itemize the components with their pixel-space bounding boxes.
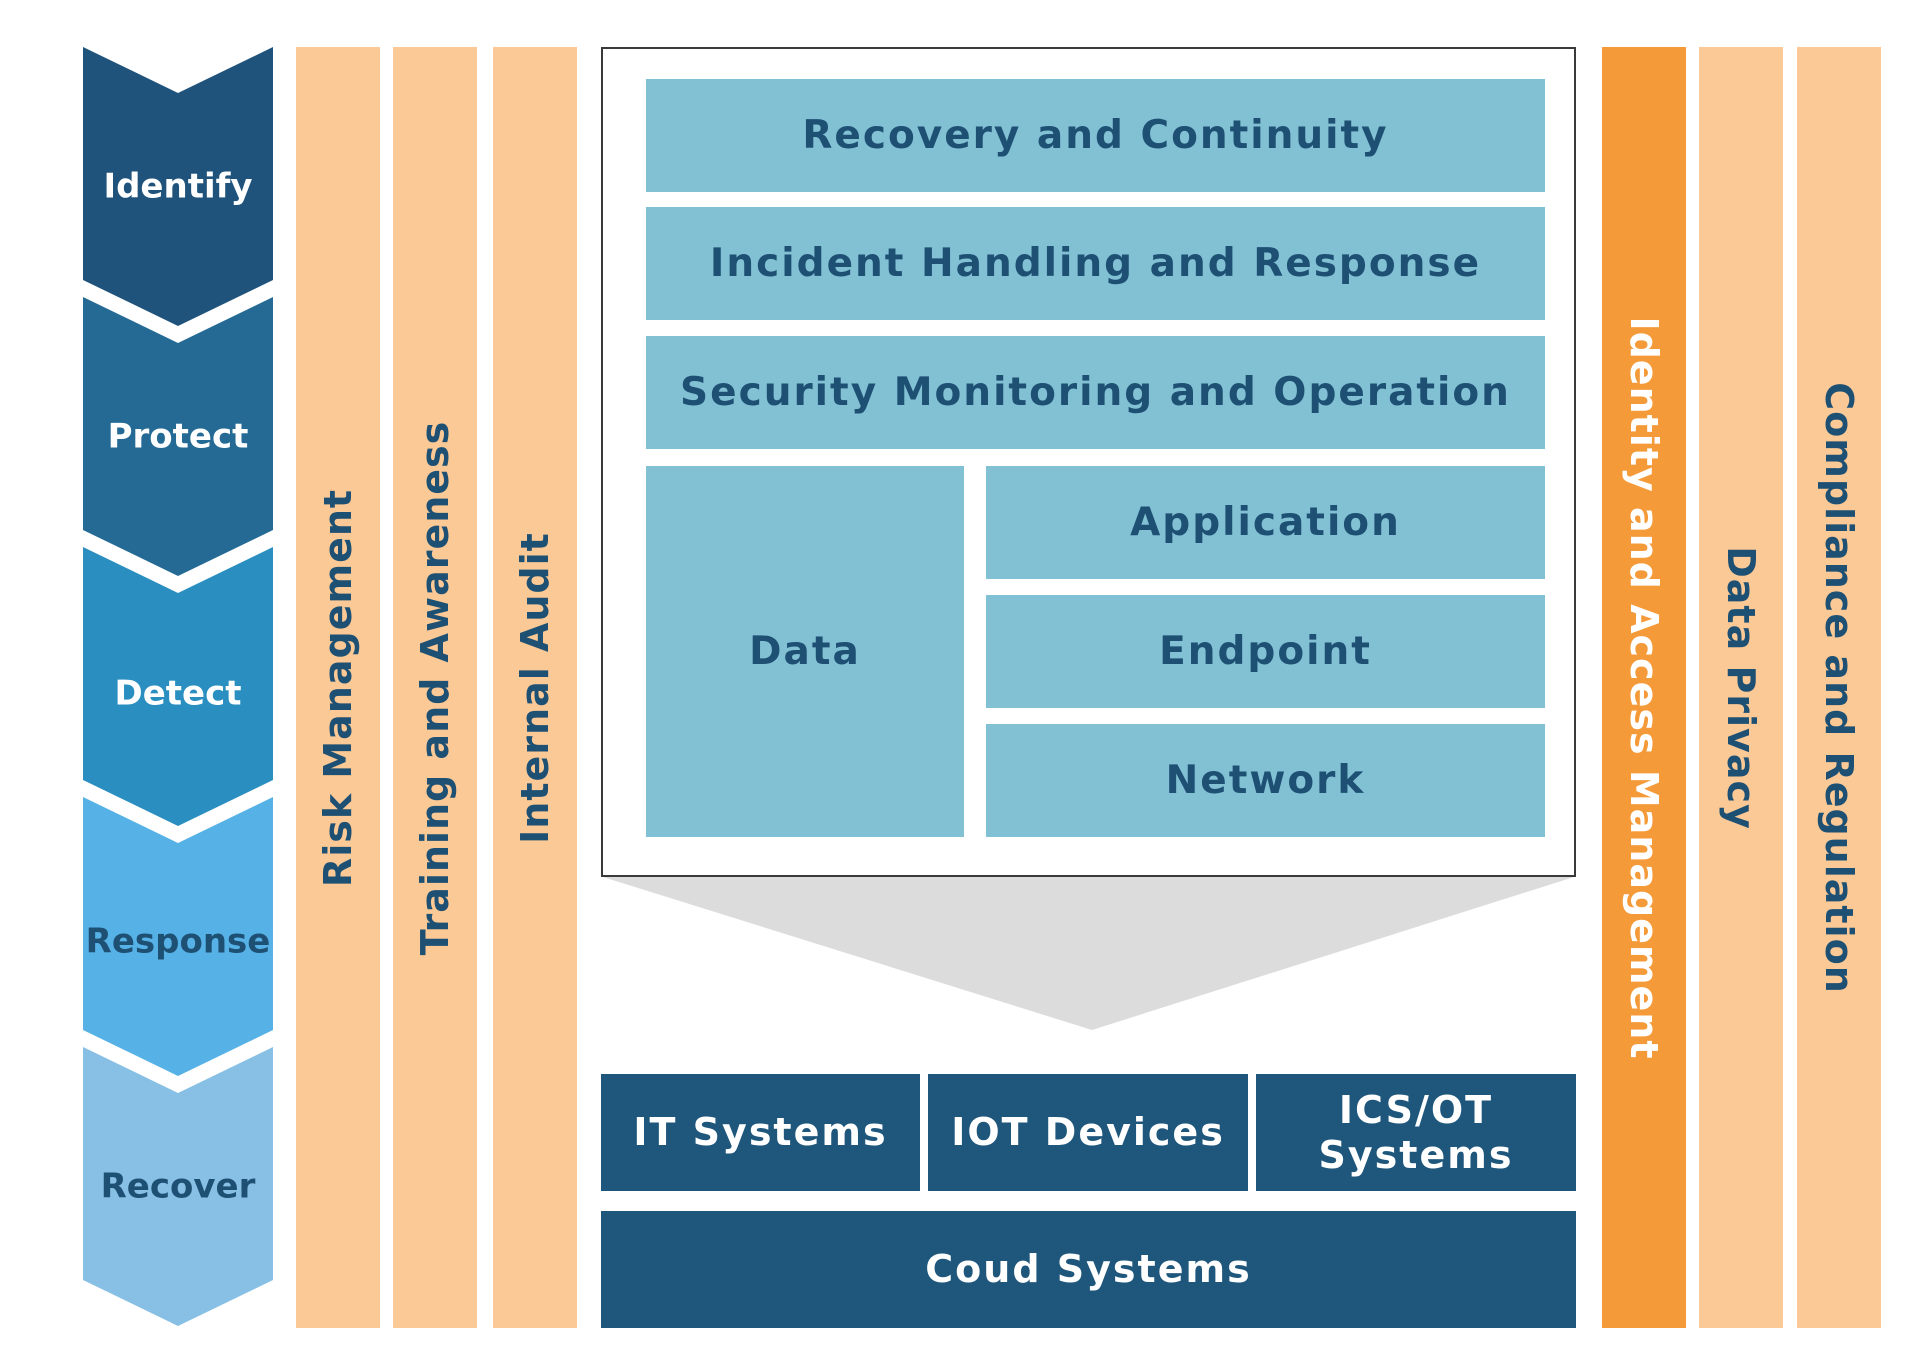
- phase-protect-label: Protect: [108, 417, 249, 457]
- layer-endpoint[interactable]: Endpoint: [986, 595, 1545, 708]
- layer-security-monitoring[interactable]: Security Monitoring and Operation: [646, 336, 1545, 449]
- pillar-compliance-regulation[interactable]: Compliance and Regulation: [1797, 47, 1881, 1328]
- pillar-internal-audit[interactable]: Internal Audit: [493, 47, 577, 1328]
- phase-response-shape: [83, 797, 273, 1076]
- phase-detect-shape: [83, 547, 273, 826]
- layer-data[interactable]: Data: [646, 466, 964, 837]
- system-iot[interactable]: IOT Devices: [928, 1074, 1248, 1191]
- pillar-identity-access-management[interactable]: Identity and Access Management: [1602, 47, 1686, 1328]
- system-it[interactable]: IT Systems: [601, 1074, 920, 1191]
- phase-protect-shape: [83, 297, 273, 576]
- phase-identify[interactable]: Identify: [83, 47, 273, 326]
- security-layers-frame: Recovery and Continuity Incident Handlin…: [601, 47, 1576, 877]
- phase-protect[interactable]: Protect: [83, 297, 273, 576]
- pillar-training-awareness[interactable]: Training and Awareness: [393, 47, 477, 1328]
- pillar-training-awareness-label: Training and Awareness: [413, 420, 457, 955]
- system-ics-ot[interactable]: ICS/OT Systems: [1256, 1074, 1576, 1191]
- funnel-shape: [603, 877, 1574, 1030]
- phase-response-label: Response: [86, 922, 271, 962]
- pillar-compliance-regulation-label: Compliance and Regulation: [1817, 381, 1861, 994]
- pillar-internal-audit-label: Internal Audit: [513, 531, 557, 844]
- pillar-risk-management-label: Risk Management: [316, 488, 360, 887]
- phase-chevrons: Identify Protect Detect Response Recover: [83, 47, 273, 1326]
- layer-application[interactable]: Application: [986, 466, 1545, 579]
- pillar-identity-access-management-label: Identity and Access Management: [1622, 315, 1666, 1060]
- phase-response[interactable]: Response: [83, 797, 273, 1076]
- pillar-risk-management[interactable]: Risk Management: [296, 47, 380, 1328]
- layer-incident-handling[interactable]: Incident Handling and Response: [646, 207, 1545, 320]
- phase-identify-label: Identify: [103, 167, 252, 207]
- phase-recover-label: Recover: [101, 1167, 256, 1207]
- layer-network[interactable]: Network: [986, 724, 1545, 837]
- phase-detect[interactable]: Detect: [83, 547, 273, 826]
- phase-detect-label: Detect: [114, 674, 241, 714]
- phase-identify-shape: [83, 47, 273, 326]
- pillar-data-privacy-label: Data Privacy: [1719, 545, 1763, 830]
- system-cloud[interactable]: Coud Systems: [601, 1211, 1576, 1328]
- phase-recover-shape: [83, 1047, 273, 1326]
- phase-recover[interactable]: Recover: [83, 1047, 273, 1326]
- layer-recovery-continuity[interactable]: Recovery and Continuity: [646, 79, 1545, 192]
- pillar-data-privacy[interactable]: Data Privacy: [1699, 47, 1783, 1328]
